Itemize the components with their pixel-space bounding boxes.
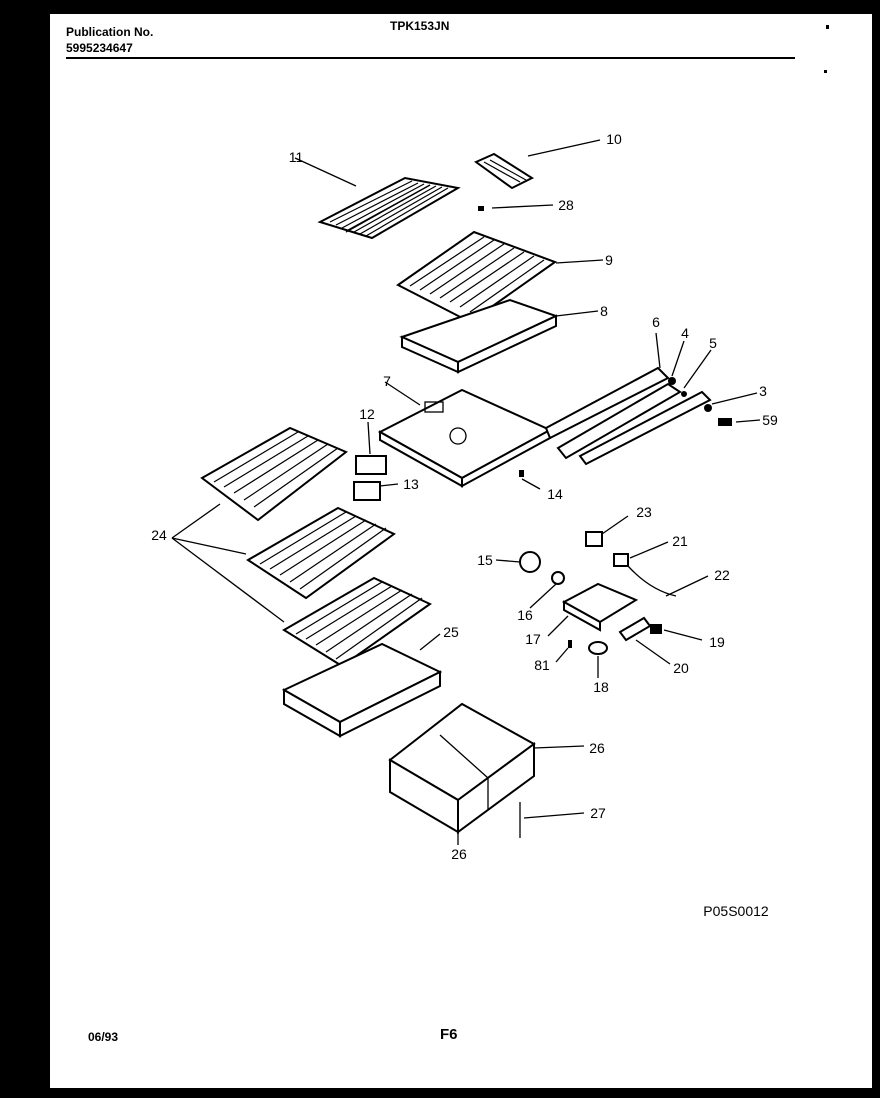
- callout-19: 19: [709, 634, 725, 650]
- callout-26-bottom: 26: [451, 846, 467, 862]
- part-28-screw: [478, 206, 484, 211]
- part-24-shelf-bottom: [282, 576, 432, 668]
- publication-label: Publication No.: [66, 25, 154, 39]
- figure-number: F6: [440, 1026, 458, 1043]
- part-59-screw: [718, 418, 732, 426]
- callout-23: 23: [636, 504, 652, 520]
- part-15-bulb: [519, 551, 541, 573]
- callout-18: 18: [593, 679, 609, 695]
- part-22-wire: [627, 565, 677, 597]
- part-18-knob: [588, 641, 608, 655]
- part-26-crisper-drawers: [388, 702, 536, 834]
- part-24-shelf-top: [200, 426, 348, 522]
- callout-5: 5: [709, 335, 717, 351]
- part-3-bushing: [704, 404, 712, 412]
- part-20-bracket: [618, 616, 652, 642]
- callout-81: 81: [534, 657, 550, 673]
- callout-8: 8: [600, 303, 608, 319]
- callout-27: 27: [590, 805, 606, 821]
- part-19-switch: [650, 624, 662, 634]
- part-5-bushing: [681, 391, 687, 397]
- publication-number: 5995234647: [66, 41, 133, 55]
- part-9-shelf: [396, 230, 558, 324]
- callout-12: 12: [359, 406, 375, 422]
- part-11-wire-shelf: [317, 176, 461, 240]
- callout-10: 10: [606, 131, 622, 147]
- callout-16: 16: [517, 607, 533, 623]
- callout-28: 28: [558, 197, 574, 213]
- part-21-switch: [613, 553, 629, 567]
- part-6-rail: [544, 366, 670, 440]
- part-23-thermostat: [585, 531, 603, 547]
- part-25-crisper-cover: [281, 642, 443, 738]
- callout-59: 59: [762, 412, 778, 428]
- part-5-rail: [578, 390, 712, 466]
- part-13-bracket: [353, 481, 381, 501]
- callout-11: 11: [288, 149, 304, 165]
- part-24-shelf-middle: [246, 506, 396, 600]
- corner-mark: [826, 25, 829, 29]
- callout-7: 7: [383, 373, 391, 389]
- callout-25: 25: [443, 624, 459, 640]
- callout-22: 22: [714, 567, 730, 583]
- part-10-control: [474, 152, 535, 190]
- callout-14: 14: [547, 486, 563, 502]
- model-number: TPK153JN: [390, 19, 450, 33]
- callout-26-right: 26: [589, 740, 605, 756]
- callout-6: 6: [652, 314, 660, 330]
- revision-date: 06/93: [88, 1030, 119, 1044]
- callout-24: 24: [151, 527, 167, 543]
- callout-13: 13: [403, 476, 419, 492]
- callout-4: 4: [681, 325, 689, 341]
- callout-17: 17: [525, 631, 541, 647]
- part-4-bushing: [668, 377, 676, 385]
- part-14-screw: [519, 470, 524, 477]
- part-81-screw: [568, 640, 572, 648]
- callout-3: 3: [759, 383, 767, 399]
- part-7-tray: [377, 388, 553, 488]
- callout-15: 15: [477, 552, 493, 568]
- leader-lines: [171, 139, 761, 845]
- parts-sheet: [50, 14, 872, 1088]
- callout-20: 20: [673, 660, 689, 676]
- part-4-rail: [556, 382, 682, 460]
- drawing-code: P05S0012: [703, 903, 769, 919]
- part-12-bracket: [355, 455, 387, 475]
- part-17-light-housing: [561, 582, 639, 632]
- corner-mark: [824, 70, 827, 73]
- part-16-socket: [551, 571, 565, 585]
- callout-9: 9: [605, 252, 613, 268]
- part-8-pan: [399, 298, 559, 374]
- callout-21: 21: [672, 533, 688, 549]
